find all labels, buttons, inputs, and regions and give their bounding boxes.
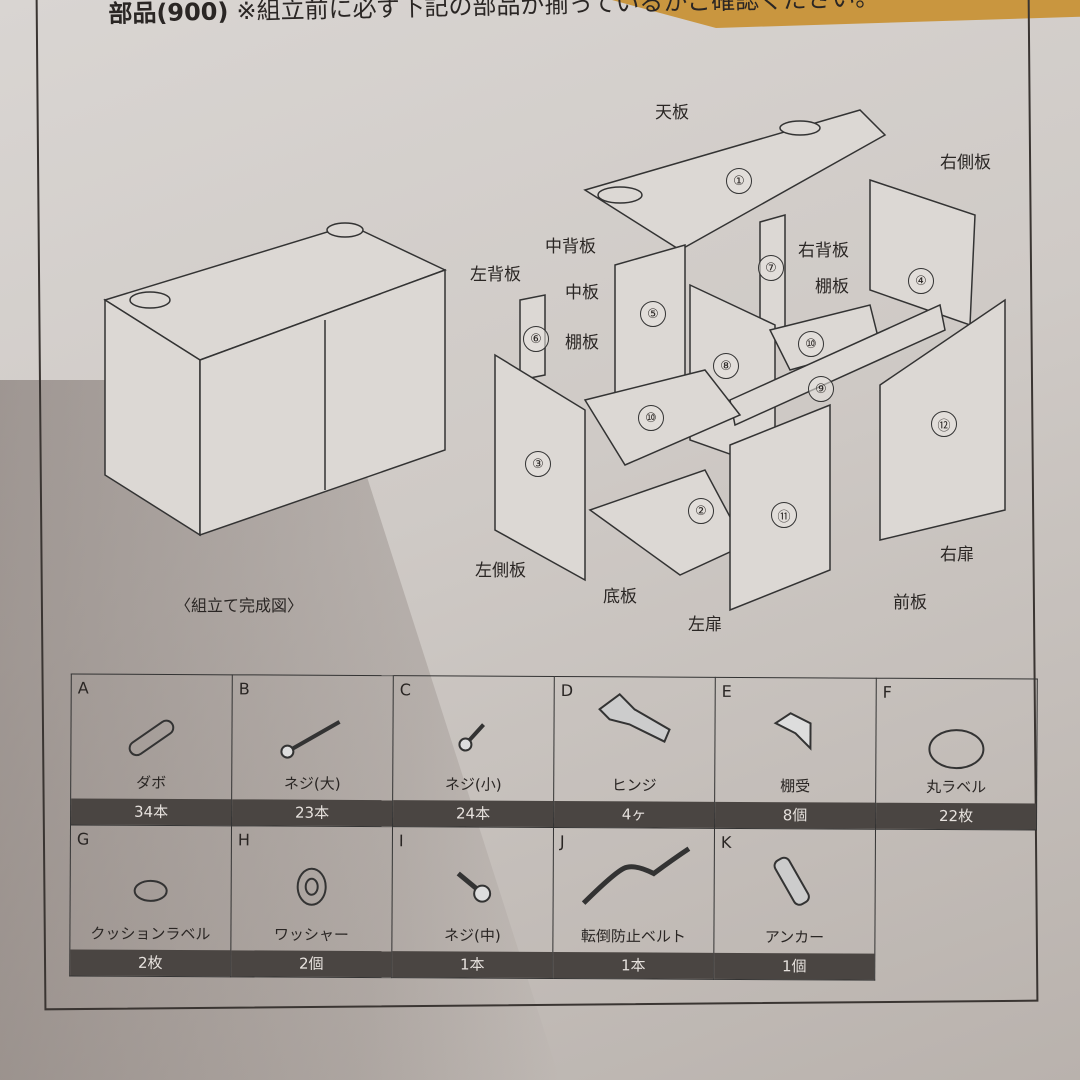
part-cell-a: A ダボ 34本	[70, 673, 233, 826]
part-number-8: ⑧	[713, 353, 739, 379]
part-count: 23本	[232, 799, 393, 827]
part-number-5: ⑤	[640, 301, 666, 327]
part-letter: A	[77, 678, 89, 698]
right-side-panel	[869, 178, 976, 327]
label-right-side-panel: 右側板	[940, 153, 991, 173]
part-name: ネジ(大)	[283, 774, 341, 793]
part-cell-h: H ワッシャー 2個	[230, 825, 393, 978]
label-middle-back-panel: 中背板	[545, 237, 596, 257]
part-letter: D	[560, 681, 574, 701]
medium-screw-icon	[456, 871, 492, 903]
part-name: ネジ(中)	[444, 926, 501, 945]
part-cell-j: J 転倒防止ベルト 1本	[552, 827, 715, 980]
section-title: 部品(900)	[108, 0, 229, 28]
part-cell-f: F 丸ラベル 22枚	[875, 678, 1038, 831]
label-shelf-left: 棚板	[565, 333, 599, 353]
label-top-panel: 天板	[655, 103, 689, 123]
empty-cell	[875, 829, 1037, 981]
part-name: クッションラベル	[90, 924, 211, 944]
part-count: 34本	[71, 798, 232, 826]
part-count: 4ヶ	[554, 801, 715, 828]
part-name: アンカー	[764, 928, 825, 947]
part-cell-b: B ネジ(大) 23本	[231, 674, 394, 827]
part-count: 1本	[392, 951, 553, 978]
part-number-7: ⑦	[758, 255, 784, 281]
label-front-panel: 前板	[893, 593, 927, 613]
part-number-1: ①	[726, 168, 752, 194]
part-name: 丸ラベル	[926, 777, 987, 797]
part-name: ネジ(小)	[444, 775, 502, 794]
part-count: 1本	[553, 952, 714, 979]
part-letter: C	[399, 680, 411, 700]
part-letter: E	[721, 681, 732, 701]
label-left-door: 左扉	[688, 615, 722, 635]
assembled-cabinet	[103, 222, 447, 537]
part-cell-i: I ネジ(中) 1本	[391, 826, 554, 979]
label-left-side-panel: 左側板	[475, 561, 526, 581]
part-number-3: ③	[525, 451, 551, 477]
part-number-12: ⑫	[931, 411, 957, 437]
part-count: 2個	[231, 950, 392, 978]
part-cell-e: E 棚受 8個	[714, 677, 877, 830]
dowel-icon	[128, 719, 175, 757]
part-name: ダボ	[136, 773, 167, 792]
part-number-10-right: ⑩	[798, 331, 824, 357]
part-letter: K	[720, 832, 732, 852]
part-count: 2枚	[70, 949, 231, 977]
part-name: ヒンジ	[611, 776, 657, 795]
part-number-10-left: ⑩	[638, 405, 664, 431]
label-bottom-panel: 底板	[603, 587, 637, 607]
part-letter: I	[398, 831, 404, 851]
anti-tip-belt-icon	[581, 846, 691, 905]
part-number-4: ④	[908, 268, 934, 294]
part-letter: B	[238, 679, 250, 699]
part-number-2: ②	[688, 498, 714, 524]
part-name: 転倒防止ベルト	[580, 927, 686, 946]
part-count: 22枚	[875, 802, 1037, 830]
part-letter: J	[559, 832, 565, 852]
part-count: 8個	[715, 801, 876, 829]
cushion-label-icon	[133, 879, 168, 902]
part-number-9: ⑨	[808, 376, 834, 402]
shelf-support-icon	[773, 712, 812, 751]
diagram-caption: 〈組立て完成図〉	[175, 596, 304, 615]
label-right-door: 右扉	[940, 545, 974, 565]
part-count: 24本	[393, 800, 554, 827]
part-letter: F	[882, 682, 892, 702]
label-shelf-right: 棚板	[815, 277, 849, 297]
round-label-icon	[928, 729, 985, 770]
anchor-icon	[773, 856, 810, 906]
part-cell-g: G クッションラベル 2枚	[69, 824, 232, 977]
hinge-icon	[598, 693, 671, 743]
part-name: ワッシャー	[273, 925, 349, 944]
washer-icon	[296, 867, 327, 906]
part-cell-c: C ネジ(小) 24本	[392, 675, 555, 828]
label-right-back-panel: 右背板	[798, 241, 849, 261]
bottom-panel	[588, 469, 747, 576]
part-cell-k: K アンカー 1個	[713, 828, 876, 981]
part-number-11: ⑪	[771, 502, 797, 528]
small-screw-icon	[458, 723, 486, 752]
part-number-6: ⑥	[523, 326, 549, 352]
large-screw-icon	[280, 720, 341, 759]
part-letter: H	[237, 830, 251, 850]
part-count: 1個	[714, 952, 875, 980]
part-cell-d: D ヒンジ 4ヶ	[553, 676, 716, 829]
label-middle-panel: 中板	[565, 283, 599, 303]
part-letter: G	[76, 829, 90, 849]
part-name: 棚受	[780, 777, 811, 796]
label-left-back-panel: 左背板	[470, 265, 521, 285]
